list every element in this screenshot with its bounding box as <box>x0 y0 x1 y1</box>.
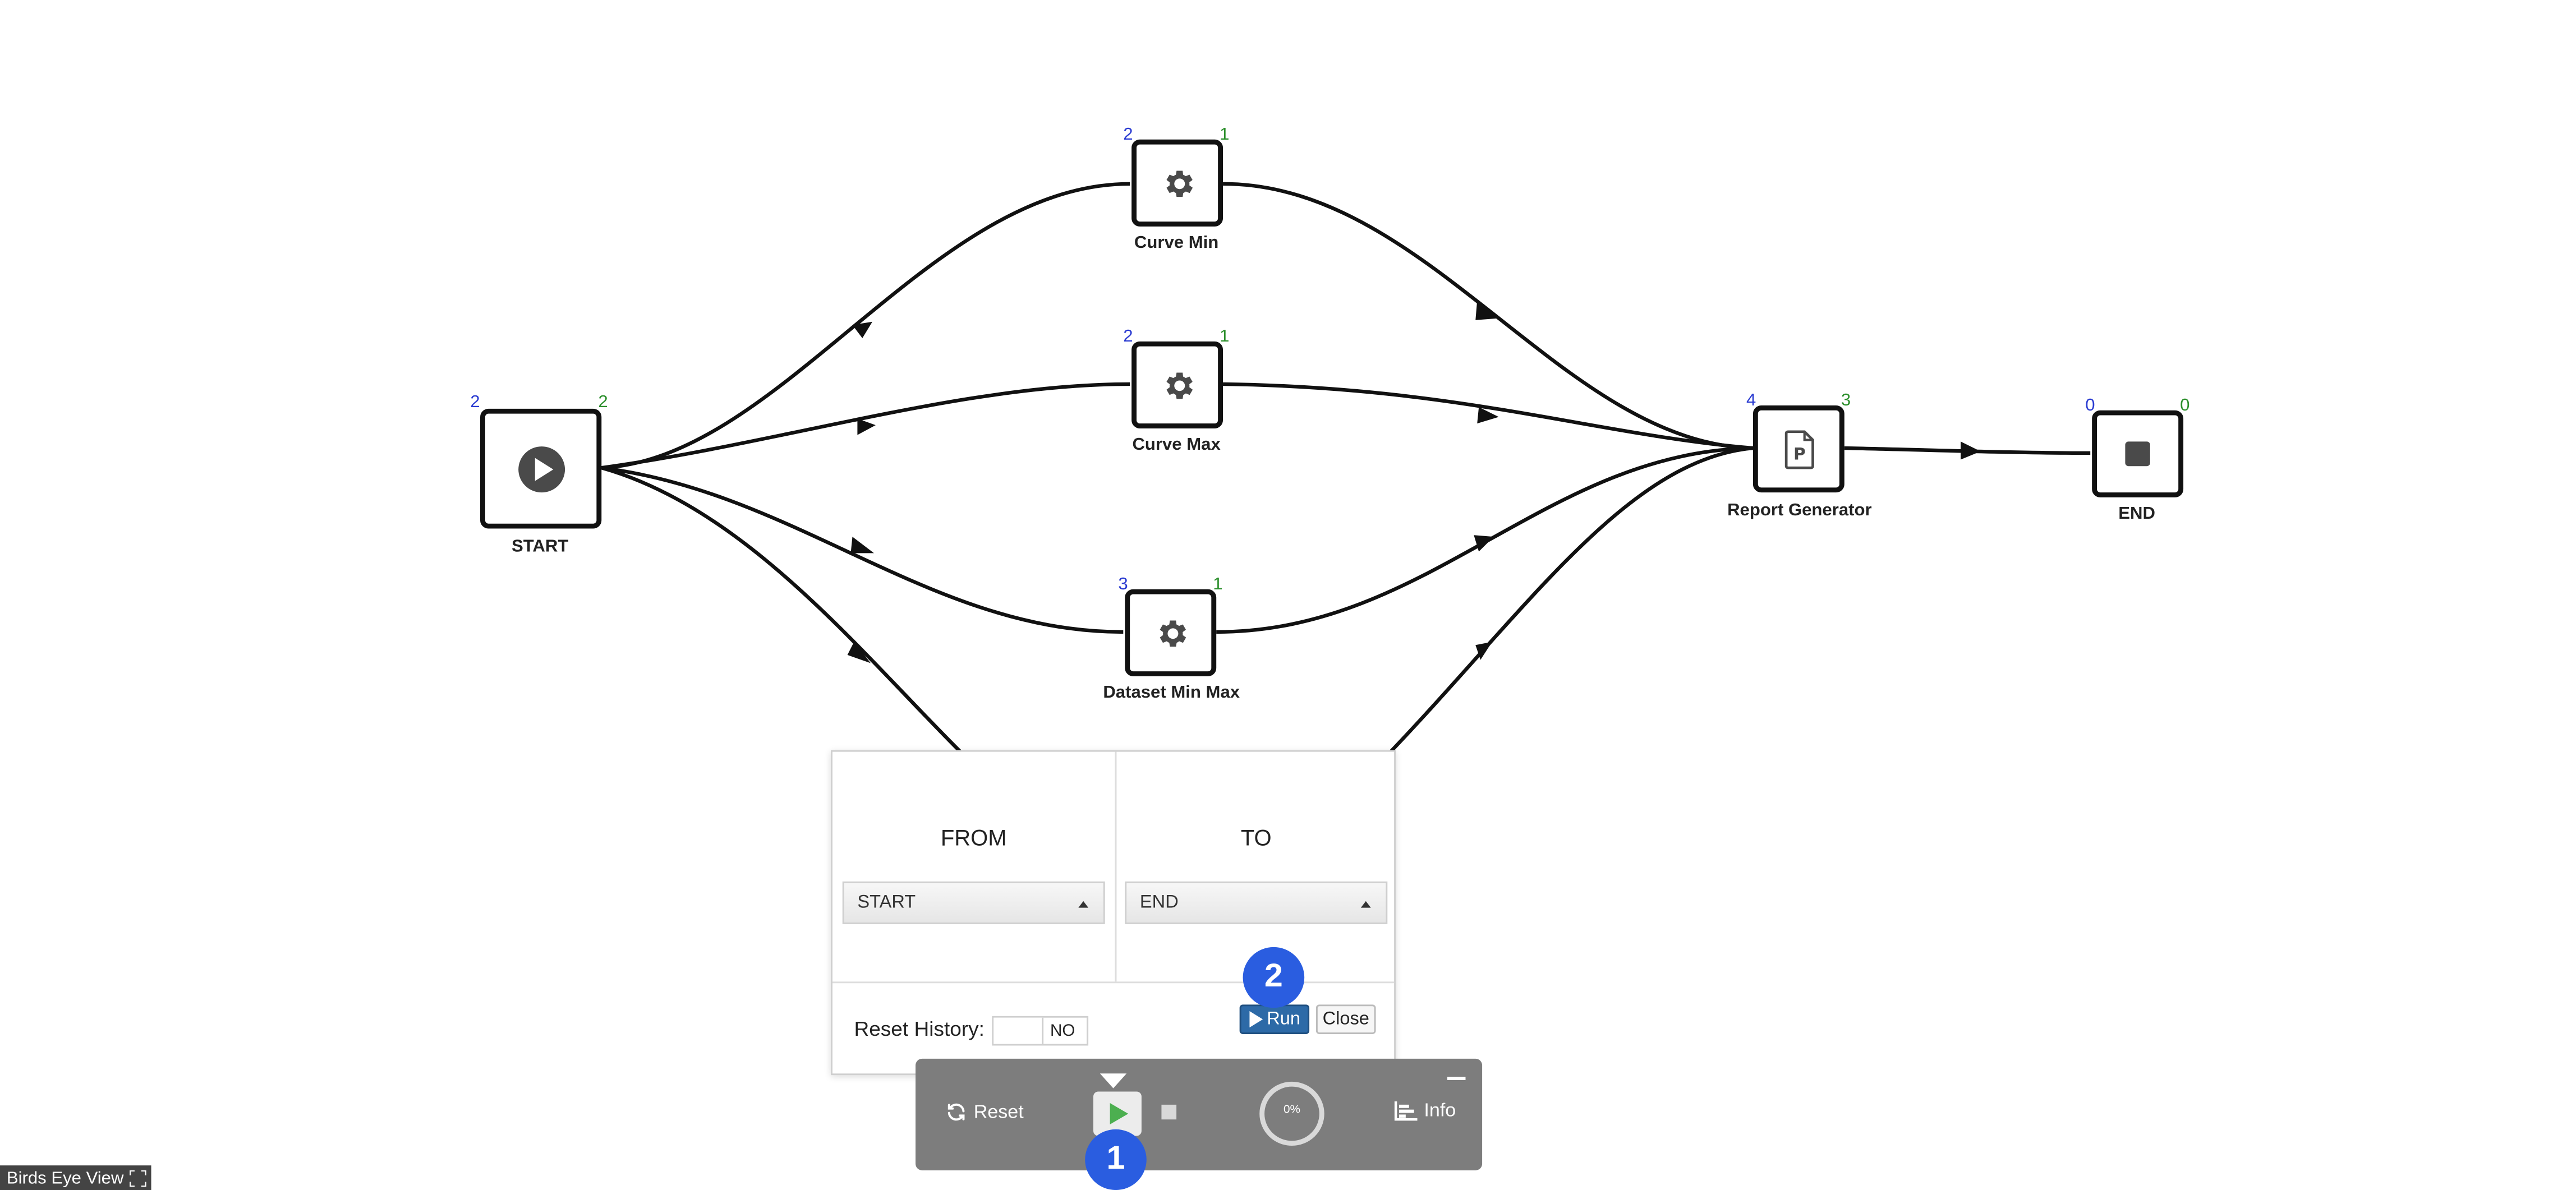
from-column: FROM START <box>832 751 1117 982</box>
run-range-panel: FROM START TO END Reset History: NO Run <box>831 750 1396 1076</box>
stop-button[interactable] <box>1161 1104 1177 1120</box>
document-p-icon: P <box>1784 429 1814 469</box>
report-generator-in-count: 4 <box>1746 390 1756 410</box>
edge-arrow <box>1475 642 1492 660</box>
end-out-count: 0 <box>2180 395 2190 416</box>
progress-text: 0% <box>1283 1104 1300 1117</box>
dataset-min-max-out-count: 1 <box>1213 574 1223 594</box>
end-node-label: END <box>2118 504 2155 524</box>
edge-arrow <box>1961 441 1981 460</box>
refresh-icon <box>947 1103 965 1121</box>
start-node[interactable] <box>480 408 602 529</box>
play-circle-icon <box>517 445 564 492</box>
start-out-count: 2 <box>598 392 608 412</box>
play-icon <box>1250 1011 1264 1028</box>
edge-start-dataset <box>601 466 1124 634</box>
from-select-value: START <box>857 893 916 913</box>
report-generator-label: Report Generator <box>1727 500 1872 520</box>
toggle-knob <box>993 1017 1044 1044</box>
stop-icon <box>2125 441 2150 467</box>
end-in-count: 0 <box>2085 395 2095 416</box>
edge-arrow <box>847 642 871 663</box>
curve-min-label: Curve Min <box>1134 233 1219 253</box>
report-generator-out-count: 3 <box>1841 390 1851 410</box>
caret-up-icon <box>1078 901 1089 908</box>
curve-min-node[interactable] <box>1131 139 1223 227</box>
panel-pointer <box>1100 1073 1127 1088</box>
reset-history-toggle[interactable]: NO <box>992 1016 1089 1046</box>
execution-toolbar: Reset 0% Info <box>916 1058 1483 1170</box>
reset-button-label: Reset <box>973 1102 1024 1122</box>
run-panel-footer: Reset History: NO Run Close <box>832 981 1395 1078</box>
svg-text:P: P <box>1793 444 1805 463</box>
dataset-min-max-label: Dataset Min Max <box>1103 682 1240 703</box>
dataset-min-max-node[interactable] <box>1125 589 1217 676</box>
birds-eye-view-button[interactable]: Birds Eye View <box>0 1165 151 1190</box>
curve-max-node[interactable] <box>1131 341 1223 428</box>
edge-start-hidden <box>601 466 965 757</box>
report-generator-node[interactable]: P <box>1752 405 1844 493</box>
curve-max-out-count: 1 <box>1220 326 1230 347</box>
edge-start-curve-min <box>601 182 1130 470</box>
step-badge-2: 2 <box>1243 947 1305 1008</box>
edge-arrow <box>857 418 876 435</box>
play-button[interactable] <box>1093 1091 1142 1136</box>
info-button[interactable]: Info <box>1394 1101 1456 1121</box>
run-button-label: Run <box>1267 1009 1301 1030</box>
dataset-min-max-in-count: 3 <box>1118 574 1128 594</box>
end-node[interactable] <box>2092 410 2184 497</box>
from-select[interactable]: START <box>842 881 1105 924</box>
edge-curve-min-report <box>1223 182 1753 450</box>
reset-history-label: Reset History: <box>854 1017 985 1041</box>
info-button-label: Info <box>1424 1101 1456 1122</box>
curve-min-in-count: 2 <box>1123 124 1133 145</box>
edge-arrow <box>1474 535 1494 552</box>
reset-button[interactable]: Reset <box>945 1101 1024 1123</box>
start-in-count: 2 <box>470 392 480 412</box>
gear-icon <box>1165 170 1192 196</box>
edge-curve-max-report <box>1222 382 1754 450</box>
to-select[interactable]: END <box>1125 881 1388 924</box>
curve-min-out-count: 1 <box>1220 124 1230 145</box>
edge-arrow <box>852 321 873 338</box>
edge-arrow <box>850 537 875 554</box>
to-heading: TO <box>1240 825 1272 851</box>
progress-ring-graphic <box>1259 1081 1324 1146</box>
gear-icon <box>1159 620 1185 646</box>
from-heading: FROM <box>940 825 1007 851</box>
progress-ring: 0% <box>1258 1080 1326 1147</box>
step-badge-1: 1 <box>1085 1129 1147 1190</box>
curve-max-label: Curve Max <box>1132 435 1221 455</box>
minimize-icon[interactable] <box>1447 1077 1466 1080</box>
bar-chart-icon <box>1394 1101 1418 1121</box>
run-button[interactable]: Run <box>1239 1004 1310 1035</box>
to-select-value: END <box>1139 893 1179 913</box>
edge-hidden-report <box>1386 446 1754 757</box>
edge-arrow <box>1477 407 1499 424</box>
start-node-label: START <box>511 537 569 557</box>
to-column: TO END <box>1115 752 1398 982</box>
curve-max-in-count: 2 <box>1123 326 1133 347</box>
edge-start-curve-max <box>601 382 1130 470</box>
reset-history-toggle-label: NO <box>1050 1022 1075 1041</box>
play-icon <box>1109 1103 1128 1124</box>
expand-icon <box>130 1169 147 1186</box>
gear-icon <box>1165 372 1192 398</box>
close-button[interactable]: Close <box>1315 1004 1376 1035</box>
birds-eye-label: Birds Eye View <box>6 1168 124 1188</box>
edge-arrow <box>1475 300 1497 320</box>
caret-up-icon <box>1360 901 1371 908</box>
